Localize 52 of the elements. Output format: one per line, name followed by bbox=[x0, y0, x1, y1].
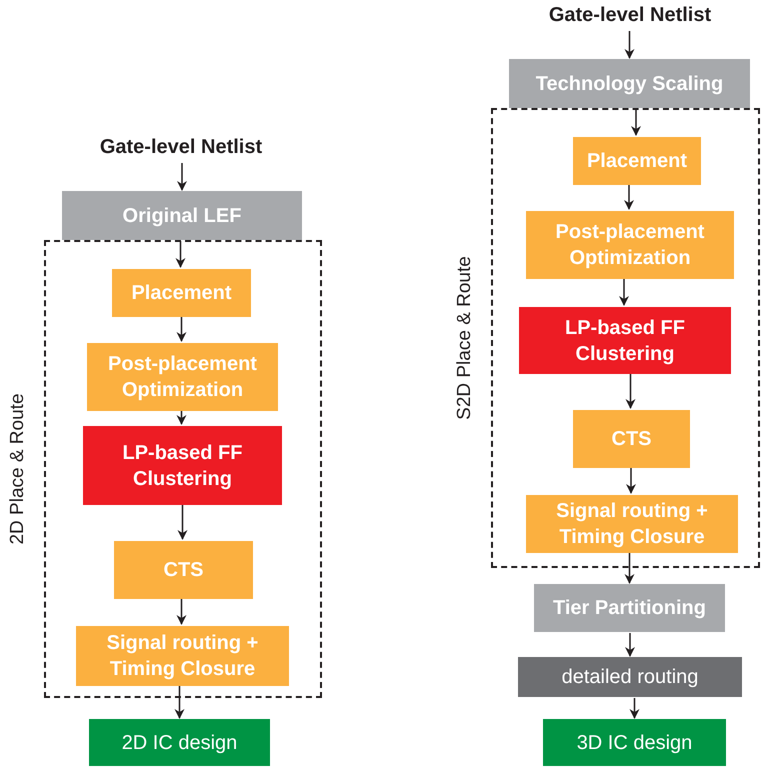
box-text: CTS bbox=[164, 558, 204, 583]
arrow bbox=[178, 505, 188, 540]
process-box bbox=[509, 59, 750, 108]
process-box bbox=[573, 137, 701, 185]
arrow bbox=[176, 241, 186, 268]
arrow bbox=[630, 698, 640, 719]
output-box bbox=[543, 719, 726, 766]
box-text: Signal routing + Timing Closure bbox=[555, 499, 709, 550]
box-text: detailed routing bbox=[562, 665, 698, 690]
process-box bbox=[76, 626, 289, 686]
arrow bbox=[631, 109, 641, 136]
process-box bbox=[519, 307, 731, 374]
output-box bbox=[89, 719, 270, 766]
box-text: LP-based FF Clustering bbox=[121, 440, 244, 492]
process-box bbox=[518, 657, 742, 697]
process-box bbox=[62, 191, 302, 240]
arrow bbox=[176, 317, 186, 342]
box-text: 2D IC design bbox=[122, 730, 238, 756]
box-text: 3D IC design bbox=[576, 730, 692, 756]
box-text: LP-based FF Clustering bbox=[564, 316, 686, 366]
group-label: 2D Place & Route bbox=[6, 393, 29, 545]
process-box bbox=[114, 541, 253, 599]
arrow bbox=[624, 31, 634, 59]
arrow bbox=[626, 468, 636, 494]
box-text: Tier Partitioning bbox=[553, 596, 706, 621]
box-text: Placement bbox=[586, 149, 688, 174]
process-box bbox=[534, 584, 725, 632]
arrow bbox=[624, 553, 634, 584]
arrow bbox=[624, 185, 634, 210]
arrow bbox=[625, 633, 635, 657]
process-box bbox=[112, 269, 251, 317]
arrow bbox=[174, 686, 184, 719]
arrow bbox=[176, 411, 186, 425]
group-label: S2D Place & Route bbox=[452, 256, 476, 420]
box-text: Placement bbox=[131, 281, 232, 306]
process-box bbox=[573, 410, 690, 468]
box-text: Original LEF bbox=[122, 204, 242, 228]
arrow bbox=[177, 163, 187, 191]
process-box bbox=[87, 343, 278, 411]
process-box bbox=[526, 495, 738, 553]
box-text: Signal routing + Timing Closure bbox=[106, 631, 260, 682]
arrow bbox=[619, 279, 629, 306]
input-label: Gate-level Netlist bbox=[100, 135, 262, 160]
arrow bbox=[176, 599, 186, 625]
box-text: Technology Scaling bbox=[536, 72, 724, 96]
box-text: CTS bbox=[612, 427, 652, 452]
process-box bbox=[83, 426, 282, 505]
arrow bbox=[626, 374, 636, 409]
box-text: Post-placement Optimization bbox=[107, 352, 258, 403]
process-box bbox=[526, 211, 734, 279]
box-text: Post-placement Optimization bbox=[554, 220, 706, 271]
input-label: Gate-level Netlist bbox=[548, 3, 712, 28]
